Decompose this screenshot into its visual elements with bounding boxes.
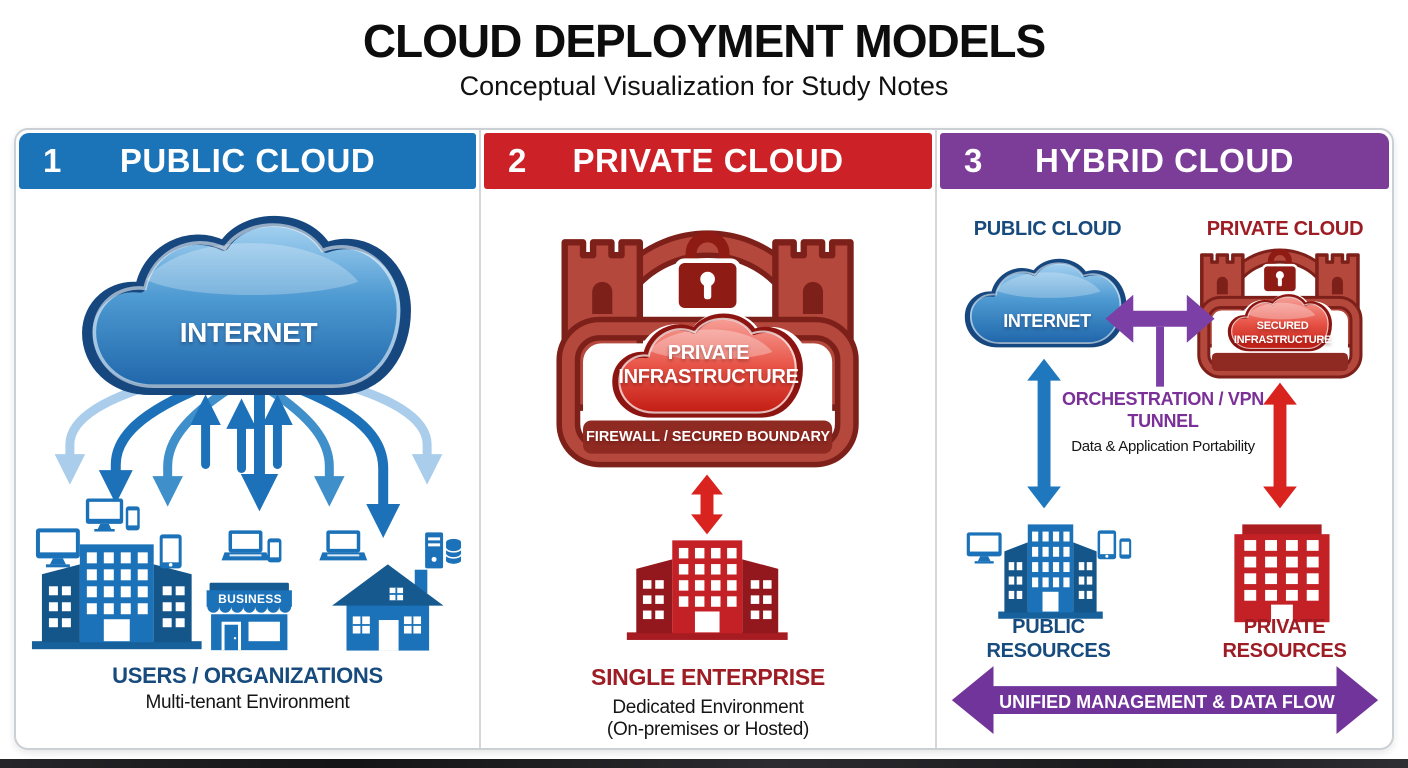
on-premises-label: (On-premises or Hosted) <box>606 719 810 740</box>
deployment-models-card: 1 PUBLIC CLOUD <box>14 128 1394 750</box>
panel-title: PUBLIC CLOUD <box>119 142 376 179</box>
bottom-edge-strip <box>0 759 1408 768</box>
panel-private-cloud: 2 PRIVATE CLOUD PRIVATE INFRASTRUCTURE F… <box>479 130 935 748</box>
vpn-tunnel-stem <box>1156 326 1165 387</box>
internet-cloud-label: INTERNET <box>1003 311 1091 331</box>
storefront-sign-label: BUSINESS <box>218 592 282 606</box>
data-portability-label: Data & Application Portability <box>1071 438 1255 455</box>
public-cloud-header: 1 PUBLIC CLOUD <box>19 133 476 189</box>
smartphone-icon <box>125 506 140 531</box>
private-resources-building-icon <box>1234 524 1330 623</box>
castle-secured-icon <box>1202 252 1358 372</box>
unified-management-arrow-icon <box>951 666 1379 735</box>
monitor-icon <box>35 528 80 568</box>
internet-cloud-icon <box>967 261 1124 345</box>
internet-cloud-icon <box>87 221 406 390</box>
desktop-icon <box>85 498 124 532</box>
public-cloud-body: INTERNET BUSINESS USERS / ORGANIZATIONS … <box>16 189 479 748</box>
tablet-icon <box>1097 530 1117 560</box>
hybrid-cloud-artwork <box>951 189 1379 735</box>
laptop-icon <box>221 530 270 561</box>
users-organizations-label: USERS / ORGANIZATIONS <box>112 663 383 688</box>
server-database-icon <box>424 531 462 570</box>
internet-cloud-label: INTERNET <box>179 317 318 348</box>
laptop-icon <box>319 530 368 561</box>
panel-public-cloud: 1 PUBLIC CLOUD <box>16 130 479 748</box>
firewall-boundary-label: FIREWALL / SECURED BOUNDARY <box>585 429 831 445</box>
vpn-tunnel-arrow-icon <box>1105 294 1215 343</box>
dedicated-environment-label: Dedicated Environment <box>612 697 804 718</box>
page-subtitle: Conceptual Visualization for Study Notes <box>459 71 949 101</box>
private-cloud-body: PRIVATE INFRASTRUCTURE FIREWALL / SECURE… <box>481 189 935 748</box>
panel-title: PRIVATE CLOUD <box>572 142 844 179</box>
public-flow-arrow-icon <box>1027 358 1061 509</box>
orchestration-vpn-label: ORCHESTRATION / VPN TUNNEL <box>1062 389 1264 431</box>
private-resources-label: PRIVATE RESOURCES <box>1222 616 1347 663</box>
download-arrows <box>54 372 443 538</box>
private-cloud-header: 2 PRIVATE CLOUD <box>484 133 932 189</box>
hybrid-private-cloud-label: PRIVATE CLOUD <box>1206 218 1364 240</box>
multi-tenant-label: Multi-tenant Environment <box>145 692 350 713</box>
panel-title: HYBRID CLOUD <box>1035 142 1294 179</box>
tablet-icon <box>159 534 182 569</box>
title-block: CLOUD DEPLOYMENT MODELS Conceptual Visua… <box>0 0 1408 102</box>
panel-number: 1 <box>43 142 62 179</box>
enterprise-building-icon <box>626 540 788 640</box>
page-title: CLOUD DEPLOYMENT MODELS <box>362 15 1046 67</box>
panel-number: 3 <box>964 142 983 179</box>
panel-hybrid-cloud: 3 HYBRID CLOUD <box>935 130 1392 748</box>
public-resources-building-icon <box>998 524 1103 619</box>
private-cloud-artwork <box>481 189 935 640</box>
single-enterprise-label: SINGLE ENTERPRISE <box>591 664 825 690</box>
private-infrastructure-label: PRIVATE INFRASTRUCTURE <box>618 342 799 388</box>
upload-arrows <box>190 394 293 473</box>
hybrid-public-cloud-label: PUBLIC CLOUD <box>973 218 1122 240</box>
monitor-icon <box>966 532 1002 564</box>
public-resources-label: PUBLIC RESOURCES <box>986 616 1111 663</box>
panel-number: 2 <box>508 142 527 179</box>
unified-management-label: UNIFIED MANAGEMENT & DATA FLOW <box>999 692 1335 712</box>
hybrid-cloud-header: 3 HYBRID CLOUD <box>940 133 1389 189</box>
secured-infrastructure-label: SECURED INFRASTRUCTURE <box>1233 320 1332 346</box>
house-icon <box>332 564 444 651</box>
smartphone-icon <box>1119 538 1132 559</box>
hybrid-cloud-body: PUBLIC CLOUD PRIVATE CLOUD INTERNET SECU… <box>937 189 1392 748</box>
public-cloud-artwork <box>31 189 462 651</box>
smartphone-icon <box>267 538 282 563</box>
private-flow-arrow-icon <box>1263 382 1297 509</box>
bidirectional-arrow-icon <box>691 474 723 535</box>
